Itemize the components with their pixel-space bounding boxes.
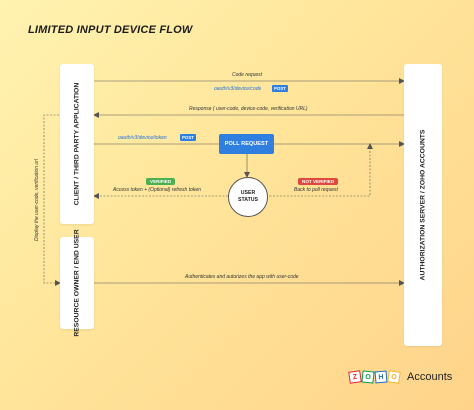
diagram-title: LIMITED INPUT DEVICE FLOW [28, 24, 193, 36]
client-box: CLIENT / THIRD PARTY APPLICATION [60, 64, 94, 224]
response-label: Response ( user-code, device-code, verif… [189, 106, 308, 112]
resource-owner-box: RESOURCE OWNER / END USER [60, 229, 94, 337]
post-tag-1: POST [272, 85, 288, 92]
zoho-letter-o1: O [361, 370, 375, 384]
user-status-node: USER STATUS [228, 177, 268, 217]
zoho-letter-o2: O [387, 370, 401, 384]
back-to-poll-label: Back to poll request [294, 187, 338, 193]
zoho-letter-z: Z [348, 370, 362, 384]
user-status-line2: STATUS [238, 197, 258, 203]
token-endpoint: oauth/v3/device/token [118, 135, 167, 141]
accounts-brand-label: Accounts [407, 371, 453, 383]
verified-badge: VERIFIED [146, 178, 176, 185]
auth-server-label: AUTHORIZATION SERVER / ZOHO ACCOUNTS [419, 129, 427, 281]
not-verified-badge: NOT VERIFIED [298, 178, 339, 185]
access-token-label: Access token + (Optional) refresh token [113, 187, 201, 193]
auth-server-box: AUTHORIZATION SERVER / ZOHO ACCOUNTS [404, 64, 442, 346]
device-code-endpoint: oauth/v3/device/code [214, 86, 262, 92]
resource-owner-label: RESOURCE OWNER / END USER [73, 229, 81, 337]
user-status-line1: USER [240, 190, 256, 197]
post-tag-2: POST [180, 134, 196, 141]
zoho-letter-h: H [374, 370, 388, 384]
code-request-label: Code request [232, 72, 263, 78]
poll-request-box: POLL REQUEST [219, 134, 274, 154]
display-user-code-label: Display the user-code, verification url [34, 159, 40, 241]
authenticate-label: Authenticates and autorizes the app with… [185, 274, 299, 280]
client-label: CLIENT / THIRD PARTY APPLICATION [73, 82, 81, 206]
zoho-accounts-logo: Z O H O Accounts [348, 370, 453, 384]
